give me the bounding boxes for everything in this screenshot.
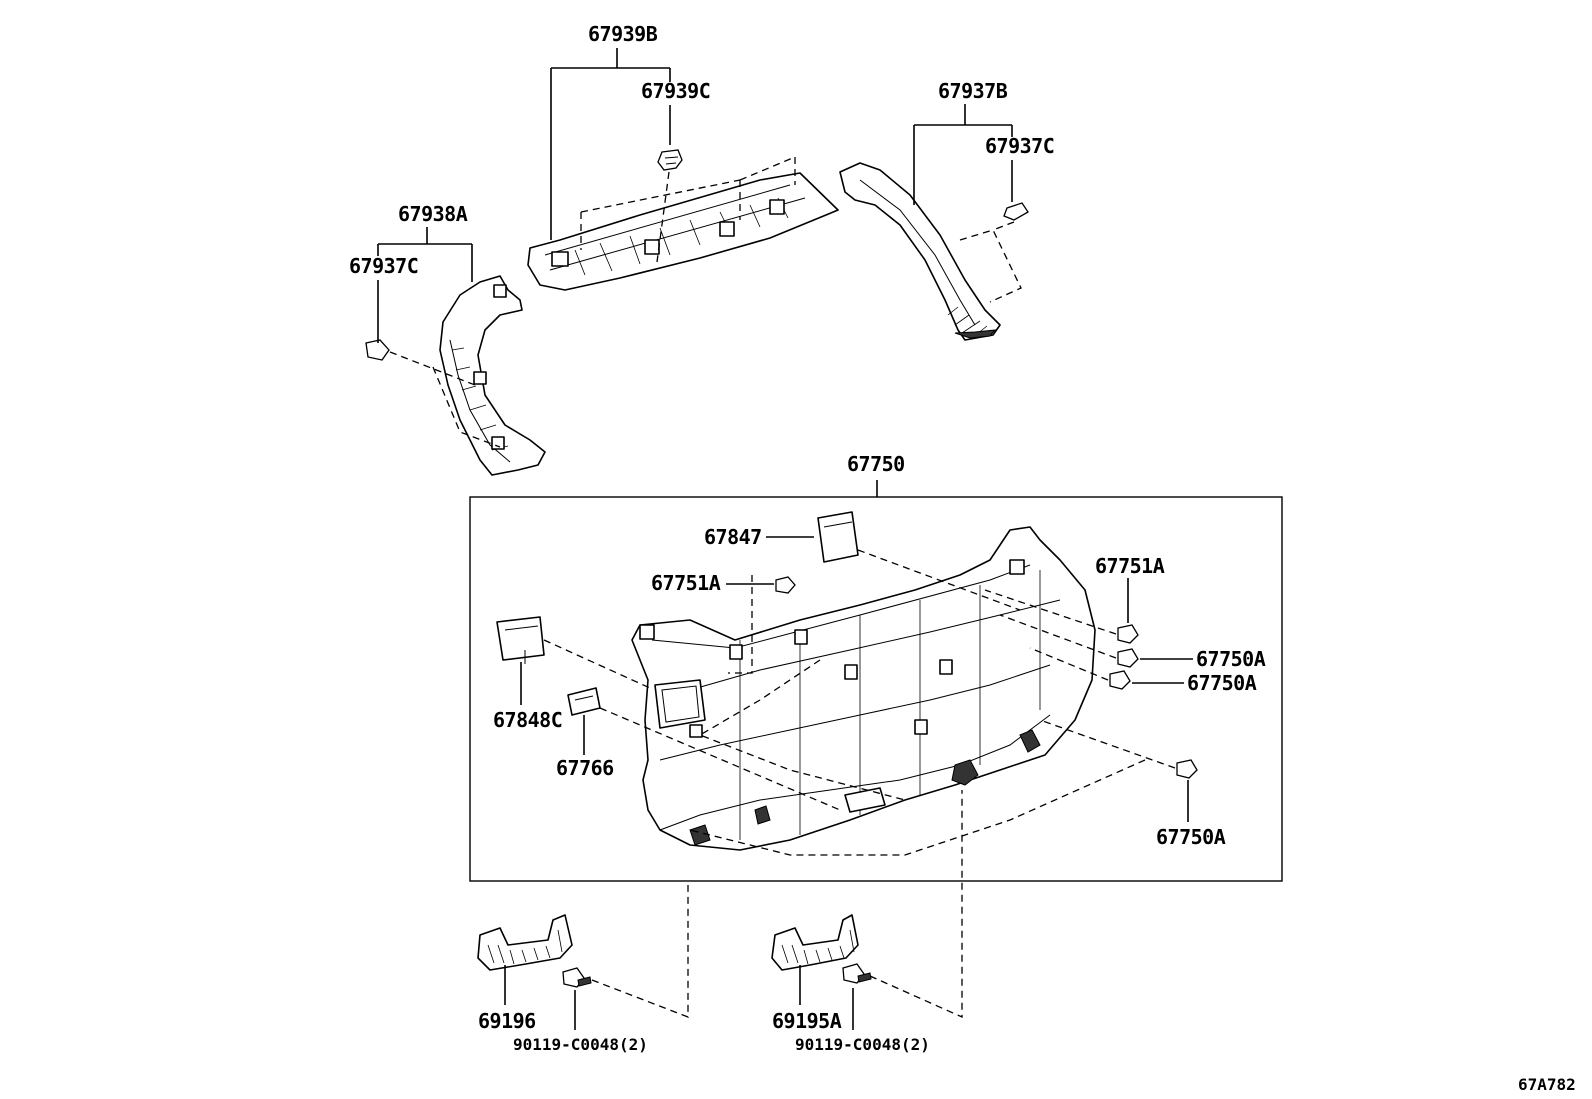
guides-right-clips xyxy=(689,589,1176,856)
part-69195A-handle xyxy=(771,914,859,971)
leader-67938A xyxy=(377,227,473,343)
label-67848C: 67848C xyxy=(493,708,562,732)
label-67847: 67847 xyxy=(704,525,762,549)
label-67751A-left: 67751A xyxy=(651,571,721,595)
clip-67750A-2 xyxy=(1109,670,1131,690)
clip-67751A-left xyxy=(775,576,796,594)
label-67937C-top: 67937C xyxy=(985,134,1054,158)
clip-67751A-right xyxy=(1117,624,1139,644)
label-67766: 67766 xyxy=(556,756,614,780)
clip-67750A-1 xyxy=(1117,648,1139,668)
label-67937C-left: 67937C xyxy=(349,254,418,278)
label-67750A-1: 67750A xyxy=(1196,647,1266,671)
guide-69196 xyxy=(591,885,689,1018)
guide-69195A xyxy=(869,790,963,1019)
label-67751A-right: 67751A xyxy=(1095,554,1165,578)
guide-67847 xyxy=(857,549,1021,611)
leader-67937B xyxy=(913,104,1013,205)
clip-67750A-3 xyxy=(1176,759,1198,779)
label-67937B: 67937B xyxy=(938,79,1008,103)
part-67848C-cover xyxy=(496,616,545,664)
guide-67848C xyxy=(543,639,651,689)
bolt-90119-C0048-left xyxy=(562,967,592,988)
part-67939B-upper-garnish xyxy=(527,172,839,291)
guide-67751A-left xyxy=(728,575,753,674)
label-67939C: 67939C xyxy=(641,79,710,103)
label-67750: 67750 xyxy=(847,452,905,476)
label-69196: 69196 xyxy=(478,1009,536,1033)
label-90119-right: 90119-C0048(2) xyxy=(795,1035,930,1054)
guide-67766 xyxy=(599,707,841,811)
bolt-90119-C0048-right xyxy=(842,963,872,984)
part-67937B-right-pillar xyxy=(839,162,1001,341)
label-90119-left: 90119-C0048(2) xyxy=(513,1035,648,1054)
part-67938A-left-pillar xyxy=(439,275,546,476)
assembly-box-67750 xyxy=(469,496,1283,882)
part-69196-handle xyxy=(477,914,573,971)
label-69195A: 69195A xyxy=(772,1009,842,1033)
guides-67939B xyxy=(580,156,796,263)
part-67750-back-door-trim xyxy=(631,526,1096,851)
label-67750A-3: 67750A xyxy=(1156,825,1226,849)
guides-67937B xyxy=(959,221,1022,303)
clip-67939C xyxy=(657,149,683,171)
guides-67938A xyxy=(389,351,501,448)
part-67766-clip xyxy=(567,687,601,716)
diagram-id: 67A782 xyxy=(1518,1075,1576,1094)
label-67750A-2: 67750A xyxy=(1187,671,1257,695)
clip-67937C-right xyxy=(1003,202,1029,221)
part-67847-cover xyxy=(817,511,859,563)
label-67939B: 67939B xyxy=(588,22,658,46)
leader-67939B xyxy=(550,48,671,240)
label-67938A: 67938A xyxy=(398,202,468,226)
